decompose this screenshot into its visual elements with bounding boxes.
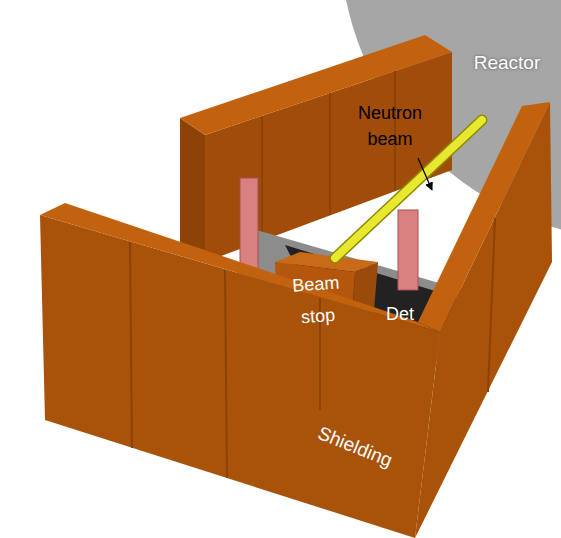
part-label: Neutron beam — [345, 100, 435, 152]
part-label: Det — [378, 303, 422, 325]
wall-groove — [225, 270, 227, 478]
leader-arrow — [418, 158, 432, 190]
wall-groove — [130, 242, 132, 448]
wall-groove — [488, 218, 495, 392]
wall-groove — [261, 116, 263, 240]
support-post — [240, 178, 258, 273]
shield-wall — [180, 118, 205, 262]
shield-wall — [40, 203, 440, 332]
part-label: Shielding — [300, 416, 410, 478]
support-post — [398, 210, 418, 290]
part-label: Reactor — [462, 52, 552, 74]
shield-wall — [418, 102, 550, 332]
wall-groove — [329, 93, 331, 215]
shield-wall — [415, 102, 552, 538]
part-label: Beam stop — [282, 266, 352, 334]
